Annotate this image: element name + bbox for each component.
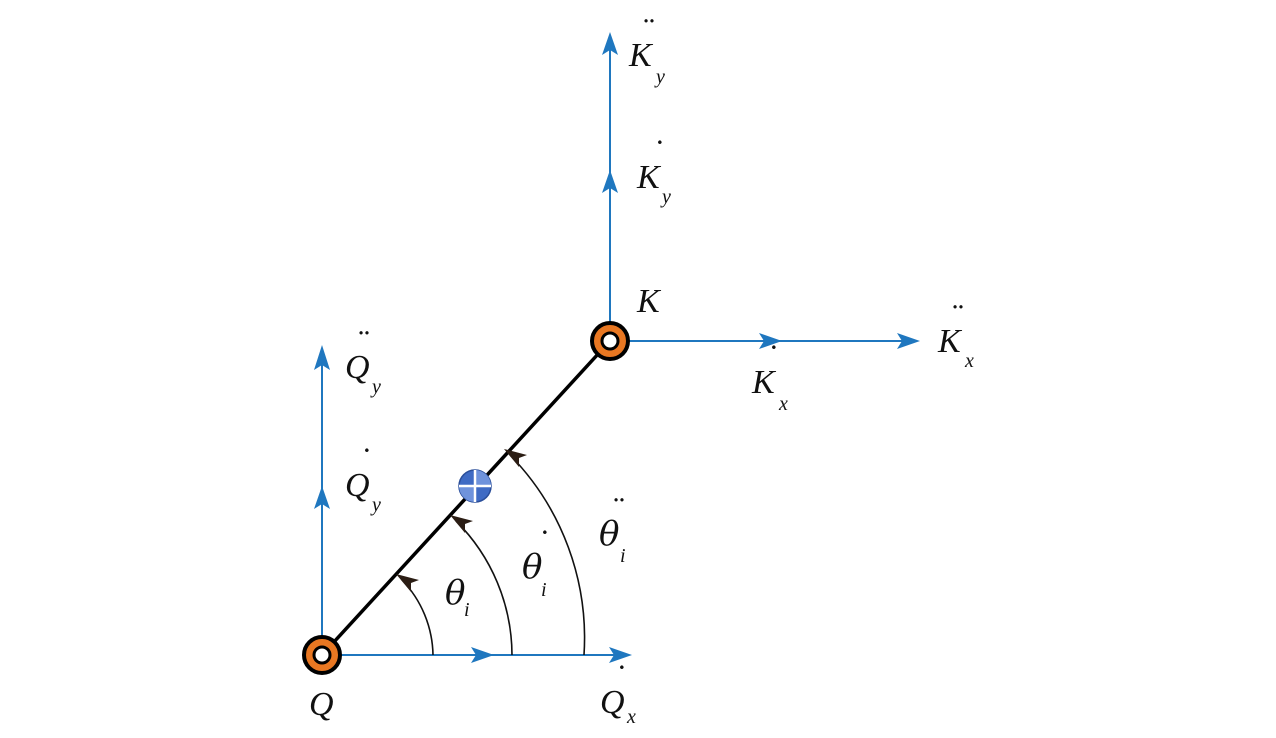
k-dot-x-arrowhead bbox=[759, 333, 782, 349]
q-dot-x-arrowhead-2 bbox=[609, 647, 632, 663]
label-theta-dot-sub: i bbox=[541, 579, 547, 601]
k-vectors bbox=[602, 32, 920, 349]
theta-arc bbox=[401, 579, 434, 656]
label-k-ddot-x-sub: x bbox=[964, 350, 974, 372]
label-q: Q bbox=[309, 686, 334, 723]
theta-dot-arc bbox=[455, 520, 513, 656]
label-k-ddot-x: K bbox=[937, 323, 963, 360]
label-theta-ddot-marks: ¨ bbox=[611, 491, 624, 528]
label-q-dot-x-marks: ˙ bbox=[614, 659, 625, 696]
label-k-ddot-x-marks: ¨ bbox=[950, 298, 963, 335]
angle-arrowheads bbox=[396, 449, 527, 592]
label-k-dot-y: K bbox=[636, 159, 662, 196]
label-q-dot-x-sub: x bbox=[626, 706, 636, 728]
joint-q-icon bbox=[302, 635, 342, 675]
theta-arrowhead bbox=[396, 574, 419, 592]
label-k-dot-y-marks: ˙ bbox=[652, 134, 663, 171]
label-k-ddot-y-marks: ¨ bbox=[641, 12, 654, 49]
theta-ddot-arc bbox=[509, 454, 586, 656]
label-q-dot-y-sub: y bbox=[370, 494, 381, 516]
label-k-dot-x: K bbox=[751, 364, 777, 401]
label-q-dot-y-marks: ˙ bbox=[359, 442, 370, 479]
label-q-dot-x: Q bbox=[600, 684, 625, 721]
label-theta-ddot: θ bbox=[599, 514, 619, 554]
label-k-dot-x-marks: ˙ bbox=[766, 339, 777, 376]
label-theta-ddot-sub: i bbox=[620, 545, 626, 567]
label-k-ddot-y: K bbox=[628, 37, 654, 74]
label-k-dot-y-sub: y bbox=[660, 186, 671, 208]
label-theta: θ bbox=[445, 573, 465, 613]
k-ddot-y-arrowhead bbox=[602, 32, 618, 55]
angle-arcs bbox=[401, 454, 586, 656]
label-k-dot-x-sub: x bbox=[778, 393, 788, 415]
k-dot-y-arrowhead bbox=[602, 170, 618, 193]
center-of-mass-icon bbox=[458, 469, 492, 503]
label-q-ddot-y-sub: y bbox=[370, 376, 381, 398]
theta-dot-arrowhead bbox=[450, 515, 473, 533]
theta-ddot-arrowhead bbox=[504, 449, 527, 467]
q-dot-y-arrowhead bbox=[314, 486, 330, 509]
label-q-dot-y: Q bbox=[345, 467, 370, 504]
label-theta-dot-marks: ˙ bbox=[537, 524, 548, 561]
label-k: K bbox=[636, 283, 662, 320]
label-theta-sub: i bbox=[464, 599, 470, 621]
q-vectors bbox=[314, 345, 632, 663]
label-theta-dot: θ bbox=[522, 547, 542, 587]
q-ddot-y-arrowhead bbox=[314, 345, 330, 370]
label-q-ddot-y: Q bbox=[345, 349, 370, 386]
q-dot-x-arrowhead-1 bbox=[471, 647, 494, 663]
label-k-ddot-y-sub: y bbox=[654, 66, 665, 88]
k-ddot-x-arrowhead bbox=[897, 333, 920, 349]
joint-k-icon bbox=[590, 321, 630, 361]
label-q-ddot-y-marks: ¨ bbox=[356, 324, 369, 361]
